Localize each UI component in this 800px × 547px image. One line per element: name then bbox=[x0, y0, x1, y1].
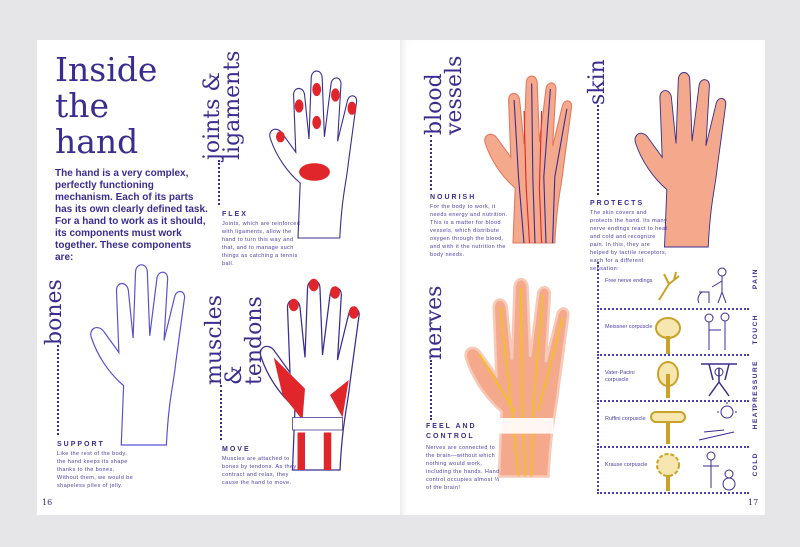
heading-move: MOVE bbox=[222, 446, 251, 453]
divider bbox=[597, 105, 599, 195]
page-number-left: 16 bbox=[42, 498, 53, 507]
body-move: Muscles are attached to bones by tendons… bbox=[222, 456, 297, 486]
ruffini-corpuscle-icon bbox=[650, 411, 686, 444]
receptor-name: Meissner corpuscle bbox=[605, 324, 653, 330]
blood-vessels-hand-illustration bbox=[484, 75, 573, 244]
divider bbox=[220, 385, 222, 440]
section-label-nerves: nerves bbox=[422, 285, 447, 360]
snowman-figure-icon bbox=[703, 451, 736, 491]
section-label-skin: skin bbox=[585, 59, 610, 105]
sunbathing-figure-icon bbox=[698, 402, 737, 441]
sense-label: PAIN bbox=[752, 268, 759, 290]
page-number-right: 17 bbox=[748, 498, 759, 507]
receptor-name: Vater-Pacini corpuscle bbox=[605, 370, 635, 383]
bones-hand-illustration bbox=[90, 264, 186, 446]
intro-text: The hand is a very complex, perfectly fu… bbox=[55, 168, 208, 263]
divider bbox=[430, 360, 432, 420]
sense-label: TOUCH bbox=[752, 314, 759, 345]
divider bbox=[57, 345, 59, 435]
nerves-hand-illustration bbox=[464, 277, 570, 478]
heading-flex: FLEX bbox=[222, 211, 248, 218]
receptor-name: Ruffini corpuscle bbox=[605, 416, 646, 422]
touch-figures-icon bbox=[704, 312, 730, 350]
receptor-row-cold: Krause corpuscle COLD bbox=[597, 446, 759, 494]
receptor-row-touch: Meissner corpuscle TOUCH bbox=[597, 308, 759, 356]
body-flex: Joints, which are reinforced with ligame… bbox=[222, 221, 301, 267]
meissner-corpuscle-icon bbox=[655, 317, 681, 354]
divider bbox=[218, 160, 220, 205]
sense-label: COLD bbox=[752, 452, 759, 477]
section-label-blood-vessels: blood vessels bbox=[422, 55, 467, 135]
section-label-bones: bones bbox=[42, 279, 67, 345]
title-line: hand bbox=[55, 122, 139, 161]
body-support: Like the rest of the body, the hand keep… bbox=[57, 451, 134, 489]
weightlifter-icon bbox=[701, 363, 737, 397]
receptor-row-pressure: Vater-Pacini corpuscle PRESSURE bbox=[597, 354, 759, 408]
vater-pacini-corpuscle-icon bbox=[657, 361, 679, 398]
heading-nourish: NOURISH bbox=[430, 194, 477, 201]
receptor-row-pain: Free nerve endings PAIN bbox=[597, 262, 759, 310]
body-protects: The skin covers and protects the hand. I… bbox=[590, 210, 668, 272]
dog-bite-figure-icon bbox=[697, 267, 727, 304]
receptor-name: Krause corpuscle bbox=[605, 462, 648, 468]
sense-label: PRESSURE bbox=[752, 360, 759, 408]
section-label-muscles: muscles & tendons bbox=[202, 295, 267, 385]
krause-corpuscle-icon bbox=[656, 453, 680, 491]
muscles-hand-illustration bbox=[259, 278, 360, 471]
sense-label: HEAT bbox=[752, 406, 759, 430]
receptor-row-heat: Ruffini corpuscle HEAT bbox=[597, 400, 759, 448]
body-nourish: For the body to work, it needs energy an… bbox=[430, 204, 508, 258]
title-line: the bbox=[55, 86, 110, 125]
title-line: Inside bbox=[55, 50, 158, 89]
section-label-joints: joints & ligaments bbox=[200, 50, 245, 160]
heading-protects: PROTECTS bbox=[590, 200, 645, 207]
heading-support: SUPPORT bbox=[57, 441, 105, 448]
receptor-name: Free nerve endings bbox=[605, 278, 653, 284]
body-feel-and-control: Nerves are connected to the brain—withou… bbox=[426, 445, 500, 491]
divider bbox=[430, 135, 432, 190]
joints-hand-illustration bbox=[269, 70, 358, 239]
free-nerve-endings-icon bbox=[658, 271, 680, 301]
heading-feel-and-control: FEEL AND CONTROL bbox=[426, 423, 477, 440]
